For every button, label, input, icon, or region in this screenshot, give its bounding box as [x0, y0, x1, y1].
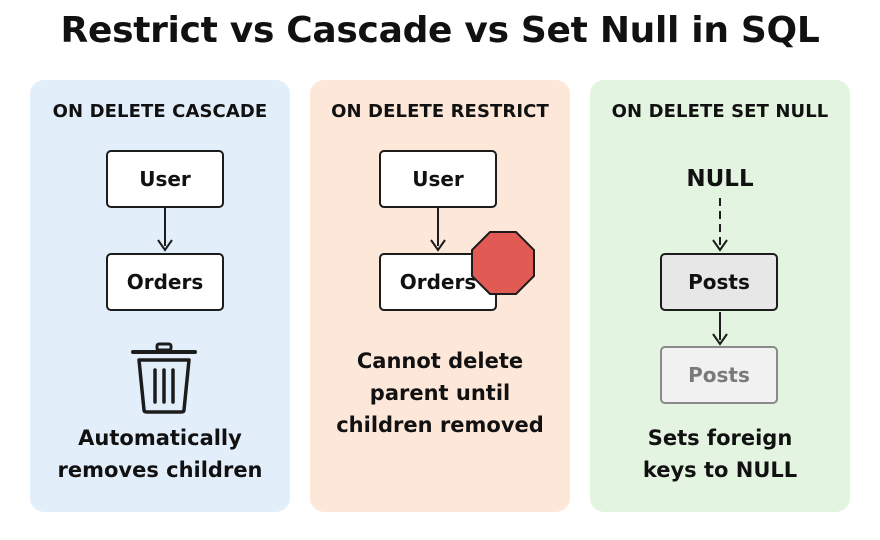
setnull-posts-node: Posts [660, 253, 778, 311]
restrict-heading: ON DELETE RESTRICT [331, 101, 549, 122]
restrict-panel: ON DELETE RESTRICT User Orders Cannot de… [310, 80, 570, 512]
cascade-orders-node: Orders [106, 253, 224, 311]
cascade-caption-line2: removes children [57, 458, 263, 482]
restrict-caption-line2: parent until [369, 381, 511, 405]
setnull-caption-line2: keys to NULL [642, 458, 798, 482]
setnull-arrows [712, 198, 728, 346]
setnull-panel: ON DELETE SET NULL NULL Posts Posts Sets… [590, 80, 850, 512]
cascade-user-node: User [106, 150, 224, 208]
restrict-arrow [430, 208, 446, 252]
cascade-arrow [157, 208, 173, 252]
setnull-posts-faded-node: Posts [660, 346, 778, 404]
null-label: NULL [686, 166, 754, 192]
page-title: Restrict vs Cascade vs Set Null in SQL [60, 10, 820, 51]
cascade-caption-line1: Automatically [78, 426, 242, 450]
restrict-caption-line3: children removed [336, 413, 544, 437]
cascade-caption: Automatically removes children [30, 422, 290, 486]
stop-sign-icon [471, 231, 535, 295]
setnull-heading: ON DELETE SET NULL [611, 101, 829, 122]
cascade-panel: ON DELETE CASCADE User Orders Automatica… [30, 80, 290, 512]
setnull-caption-line1: Sets foreign [647, 426, 793, 450]
cascade-heading: ON DELETE CASCADE [52, 101, 268, 122]
restrict-caption-line1: Cannot delete [356, 349, 524, 373]
setnull-caption: Sets foreign keys to NULL [590, 422, 850, 486]
restrict-caption: Cannot delete parent until children remo… [310, 345, 570, 441]
trash-icon [131, 342, 197, 414]
restrict-user-node: User [379, 150, 497, 208]
